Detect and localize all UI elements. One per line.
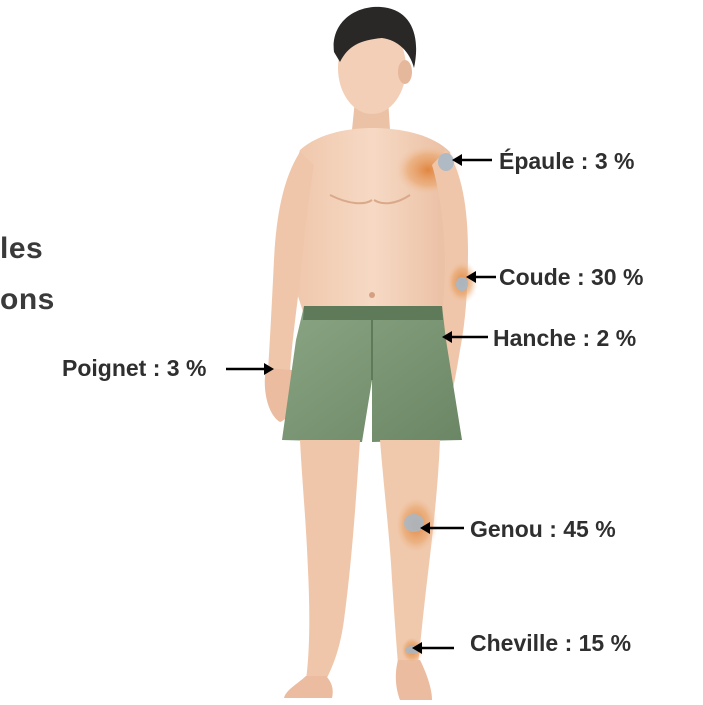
heading-fragment-line1: les: [0, 232, 43, 266]
label-hanche: Hanche : 2 %: [493, 325, 636, 352]
label-epaule: Épaule : 3 %: [499, 148, 634, 175]
label-coude: Coude : 30 %: [499, 264, 643, 291]
arrow-poignet: [226, 363, 274, 375]
label-poignet: Poignet : 3 %: [62, 355, 206, 382]
heading-fragment-line2: ons: [0, 283, 55, 317]
head: [334, 7, 416, 130]
shorts: [282, 306, 462, 442]
label-cheville: Cheville : 15 %: [470, 630, 631, 657]
label-genou: Genou : 45 %: [470, 516, 616, 543]
